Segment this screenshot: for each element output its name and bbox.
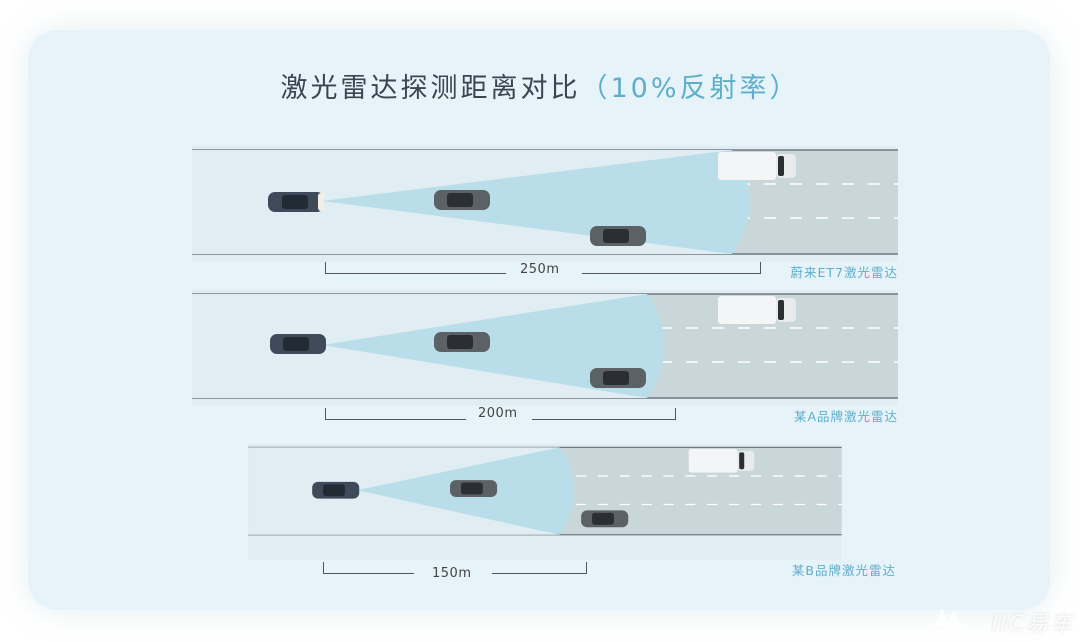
car-icon — [434, 190, 490, 210]
car-icon — [268, 192, 324, 212]
distance-label: 150m — [432, 566, 472, 581]
truck-icon — [688, 449, 755, 473]
lidar-beam — [322, 294, 665, 398]
title-main: 激光雷达探测距离对比 — [280, 73, 581, 104]
watermark-logo-icon — [934, 608, 964, 630]
lidar-name: 蔚来ET7激光雷达 — [790, 265, 898, 280]
car-icon — [450, 480, 498, 497]
watermark: IIC易车 — [991, 612, 1074, 637]
car-icon — [590, 226, 646, 246]
distance-label: 200m — [478, 406, 518, 421]
page-title: 激光雷达探测距离对比（10%反射率） — [0, 66, 1080, 105]
road-panel-2 — [192, 290, 898, 406]
road-panel-3 — [248, 444, 842, 560]
car-icon — [581, 510, 629, 528]
road-panel-1 — [192, 146, 898, 262]
title-reflectance: （10%反射率） — [580, 73, 800, 104]
car-icon — [312, 481, 360, 499]
car-icon — [270, 334, 326, 354]
truck-icon — [718, 296, 796, 324]
distance-scale — [323, 562, 587, 574]
lidar-name: 某B品牌激光雷达 — [791, 563, 896, 578]
lidar-name: 某A品牌激光雷达 — [793, 409, 898, 424]
car-icon — [590, 368, 646, 388]
distance-label: 250m — [520, 262, 560, 277]
distance-scale — [325, 408, 676, 420]
distance-scale — [325, 262, 761, 274]
truck-icon — [718, 152, 796, 180]
car-icon — [434, 332, 490, 352]
